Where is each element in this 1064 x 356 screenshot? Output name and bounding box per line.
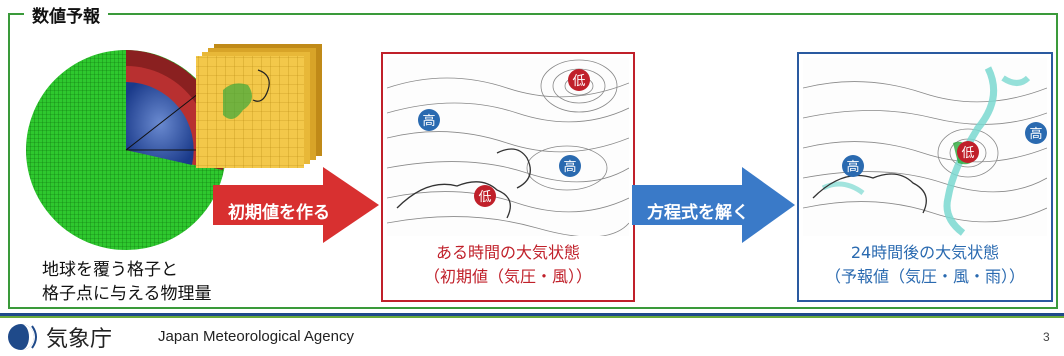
forecast-high-1: 高: [842, 155, 864, 177]
initial-low-2: 低: [474, 185, 496, 207]
agency-name-english: Japan Meteorological Agency: [158, 328, 354, 345]
svg-text:高: 高: [1029, 126, 1042, 142]
jma-logo-icon: [6, 322, 40, 356]
solve-arrow-label: 方程式を解く: [647, 203, 749, 223]
solve-arrow: [632, 167, 795, 243]
globe-caption-line1: 地球を覆う格子と: [42, 260, 178, 280]
initial-caption-line2: （初期値（気圧・風））: [423, 267, 592, 286]
init-arrow: [213, 167, 379, 243]
svg-text:高: 高: [563, 159, 576, 175]
initial-caption-line1: ある時間の大気状態: [435, 243, 580, 262]
page-number: 3: [1043, 330, 1050, 344]
numerical-forecast-frame: [8, 13, 1058, 309]
footer-divider: [0, 313, 1064, 316]
forecast-panel: 高 高 低 24時間後の大気状態 （予報値（気圧・風・雨））: [797, 52, 1053, 302]
forecast-high-2: 高: [1025, 122, 1047, 144]
initial-low-1: 低: [568, 69, 590, 91]
grid-block-front: [196, 56, 304, 168]
svg-text:高: 高: [846, 159, 859, 175]
svg-text:低: 低: [961, 146, 974, 161]
forecast-weather-map: 高 高 低: [803, 58, 1047, 236]
svg-text:高: 高: [422, 113, 435, 129]
svg-text:低: 低: [572, 74, 585, 89]
initial-weather-map: 高 高 低 低: [387, 58, 629, 236]
initial-high-2: 高: [559, 155, 581, 177]
globe-illustration: [18, 30, 348, 250]
footer-divider-accent: [0, 316, 1064, 318]
agency-name-japanese: 気象庁: [46, 327, 113, 352]
forecast-low-1: 低: [957, 141, 979, 163]
section-title: 数値予報: [24, 2, 108, 27]
initial-high-1: 高: [418, 109, 440, 131]
globe-caption: 地球を覆う格子と 格子点に与える物理量: [42, 258, 212, 306]
svg-text:低: 低: [478, 190, 491, 205]
forecast-caption-line1: 24時間後の大気状態: [850, 243, 1000, 262]
init-arrow-label: 初期値を作る: [228, 203, 330, 223]
forecast-caption-line2: （予報値（気圧・風・雨））: [824, 267, 1025, 286]
initial-state-panel: 高 高 低 低 ある時間の大気状態 （初期値（気圧・風））: [381, 52, 635, 302]
globe-caption-line2: 格子点に与える物理量: [42, 284, 212, 304]
